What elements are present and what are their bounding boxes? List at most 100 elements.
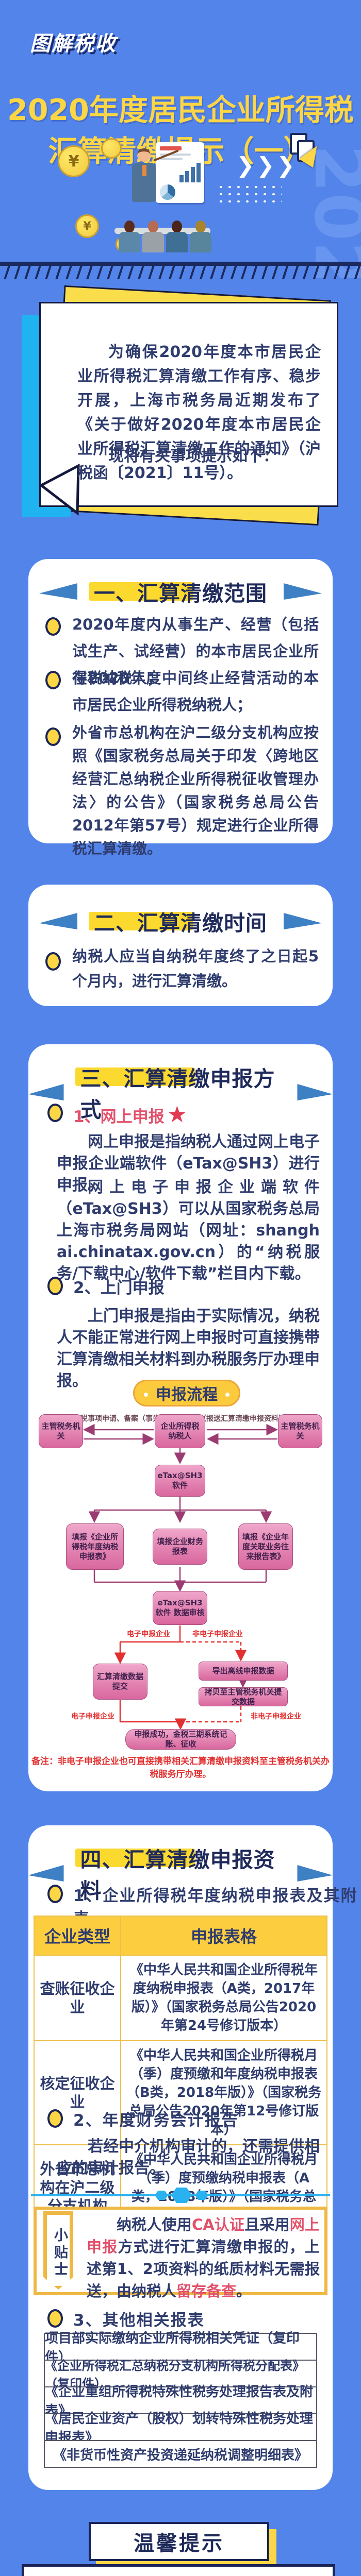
flow-node: eTax@SH3 软件 数据审核 — [153, 1591, 207, 1625]
meeting-table — [114, 228, 210, 234]
other-form-item: 《非货币性资产投资递延纳税调整明细表》 — [44, 2440, 317, 2468]
chevrons-decoration: ❯❯❯ — [236, 152, 297, 178]
flow-title: 申报流程 — [156, 1386, 218, 1404]
bullet-icon — [47, 1277, 63, 1295]
intro-lead-in: 现将有关事项提示如下： — [108, 447, 278, 465]
flow-branch-label: 电子申报企业 — [127, 1630, 170, 1638]
cursor-icon — [290, 133, 331, 174]
flow-node: 填报企业财务报表 — [153, 1529, 207, 1565]
section1-title: 一、汇算清缴范围 — [94, 581, 267, 606]
method2-label: 2、上门申报 — [73, 1279, 165, 1297]
coin-icon: ¥ — [58, 145, 90, 177]
bullet-icon — [47, 2109, 63, 2128]
warm-box — [22, 2564, 335, 2576]
divider-band — [0, 262, 361, 266]
table-header-type: 企业类型 — [34, 1916, 121, 1956]
other-form-item: 《居民企业资产（股权）划转特殊性税务处理申报表》 — [44, 2411, 317, 2446]
other-form-item: 《企业重组所得税特殊性税务处理报告表及附表》 — [44, 2384, 317, 2419]
tip-box — [34, 2207, 327, 2295]
triangle-icon — [39, 583, 77, 600]
presentation-board — [156, 142, 204, 203]
form-name: 《中华人民共和国企业所得税年度纳税申报表（A类，2017年版）》（国家税务总局公… — [120, 1955, 327, 2041]
bullet-icon — [45, 671, 61, 689]
heading-highlight — [89, 912, 193, 930]
method1-paragraph1: 网上申报是指纳税人通过网上电子申报企业端软件（eTax@SH3）进行申报。 — [57, 1133, 320, 1194]
flow-node: 申报成功，金税三期系统记账、征收 — [125, 1729, 236, 1750]
bullet-icon — [47, 1885, 63, 1903]
flow-label-pre: 涉税事项申请、备案（事先） — [73, 1415, 167, 1423]
table-header-form: 申报表格 — [120, 1916, 327, 1956]
bullet-icon — [45, 952, 61, 971]
section2-card — [28, 885, 333, 1006]
flow-node: eTax@SH3 软件 — [155, 1465, 205, 1497]
triangle-icon — [284, 913, 322, 929]
material2-label: 2、年度财务会计报告 — [73, 2111, 239, 2130]
decorative-year: 2020 — [313, 144, 361, 278]
divider-hatch — [0, 266, 361, 279]
triangle-icon — [297, 1865, 333, 1882]
flow-branch-label: 非电子申报企业 — [192, 1630, 243, 1638]
form-name: 《中华人民共和国企业所得税月（季）度预缴和年度纳税申报表（B类，2018年版）》… — [120, 2040, 327, 2145]
person-avatar — [190, 221, 211, 252]
heading-highlight — [75, 1849, 195, 1867]
triangle-icon — [28, 1084, 64, 1100]
triangle-icon — [297, 1084, 333, 1100]
bullet-icon — [45, 727, 61, 746]
warm-tab: 温馨提示 — [89, 2522, 269, 2561]
tip-badge: 小贴士 — [43, 2211, 73, 2290]
dot-grid-decoration — [217, 183, 282, 204]
flow-node: 主管税务机关 — [278, 1414, 322, 1448]
section1-bullet2: 在2020年度中间终止经营活动的本市居民企业所得税纳税人； — [72, 669, 319, 714]
table-row: 查账征收企业 《中华人民共和国企业所得税年度纳税申报表（A类，2017年版）》（… — [34, 1955, 327, 2041]
bullet-icon — [45, 617, 61, 636]
star-icon: ★ — [167, 1101, 188, 1128]
section1-bullet3: 外省市总机构在沪二级分支机构应按照《国家税务总局关于印发〈跨地区经营汇总纳税企业… — [72, 724, 319, 857]
section2-bullet: 纳税人应当自纳税年度终了之日起5个月内，进行汇算清缴。 — [72, 947, 319, 990]
flow-branch-label: 非电子申报企业 — [251, 1713, 301, 1721]
method1-paragraph2: 网上电子申报企业端软件（eTax@SH3）可以从国家税务总局上海市税务局网站（网… — [57, 1178, 320, 1283]
flow-node: 主管税务机关 — [39, 1414, 83, 1448]
bullet-icon — [47, 2309, 63, 2328]
person-avatar — [166, 221, 188, 252]
section2-title: 二、汇算清缴时间 — [94, 911, 267, 936]
intro-card — [39, 302, 338, 507]
flow-node: 导出离线申报数据 — [199, 1662, 288, 1681]
declaration-forms-table: 企业类型 申报表格 查账征收企业 《中华人民共和国企业所得税年度纳税申报表（A类… — [34, 1916, 329, 2231]
material1-label: 1、企业所得税年度纳税申报表及其附表 — [73, 1887, 358, 1928]
section4-title: 四、汇算清缴申报资料 — [80, 1848, 275, 1903]
page-fold-corner — [39, 464, 80, 516]
section1-card — [28, 559, 333, 843]
heading-highlight — [89, 582, 193, 601]
table-row: 核定征收企业 《中华人民共和国企业所得税月（季）度预缴和年度纳税申报表（B类，2… — [34, 2040, 327, 2145]
brand-badge: 图解税收 — [30, 32, 117, 56]
flow-note: 备注：非电子申报企业也可直接携带相关汇算清缴申报资料至主管税务机关办税服务厅办理… — [31, 1756, 330, 1780]
flow-node: 填报《企业年度关联业务往来报告表》 — [238, 1523, 293, 1570]
declaration-flowchart: 涉税事项申请、备案（事先） （报送汇算清缴申报资料） 主管税务机关 企业所得税纳… — [0, 1409, 361, 1754]
flow-node: 汇算清缴数据提交 — [93, 1664, 147, 1700]
enterprise-type: 查账征收企业 — [34, 1955, 121, 2041]
flow-node: 企业所得税纳税人 — [155, 1414, 205, 1448]
triangle-icon — [284, 583, 322, 600]
person-avatar — [119, 221, 140, 252]
coin-icon: ¥ — [75, 214, 99, 238]
flow-node: 填报《企业所得税年度纳税申报表》 — [66, 1523, 124, 1570]
coin-icon — [101, 138, 122, 159]
person-avatar — [142, 221, 164, 252]
hexagon-icon — [195, 2191, 208, 2200]
flow-node: 拷贝至主管税务机关提交数据 — [199, 1687, 288, 1706]
pie-chart-icon — [160, 184, 175, 200]
section3-title: 三、汇算清缴申报方式 — [80, 1066, 275, 1122]
tip-text: 纳税人使用CA认证且采用网上申报方式进行汇算清缴申报的，上述第1、2项资料的纸质… — [87, 2216, 320, 2300]
method1-label: 1、网上申报 — [73, 1108, 165, 1126]
material2-paragraph: 若经中介机构审计的，还需提供相应的审计报告。 — [57, 2138, 320, 2177]
enterprise-type: 核定征收企业 — [34, 2040, 121, 2145]
flow-label-submit: （报送汇算清缴申报资料） — [199, 1415, 286, 1423]
page-title-line1: 2020年度居民企业所得税 — [7, 93, 354, 127]
method2-paragraph: 上门申报是指由于实际情况，纳税人不能正常进行网上申报时可直接携带汇算清缴相关材料… — [57, 1307, 320, 1390]
flow-branch-label: 电子申报企业 — [71, 1713, 114, 1721]
hexagon-icon — [155, 2191, 168, 2200]
section1-bullet1: 2020年度内从事生产、经营（包括试生产、试经营）的本市居民企业所得税纳税人； — [72, 616, 319, 687]
flow-title-pill: 申报流程 — [133, 1380, 240, 1406]
triangle-icon — [39, 913, 77, 929]
